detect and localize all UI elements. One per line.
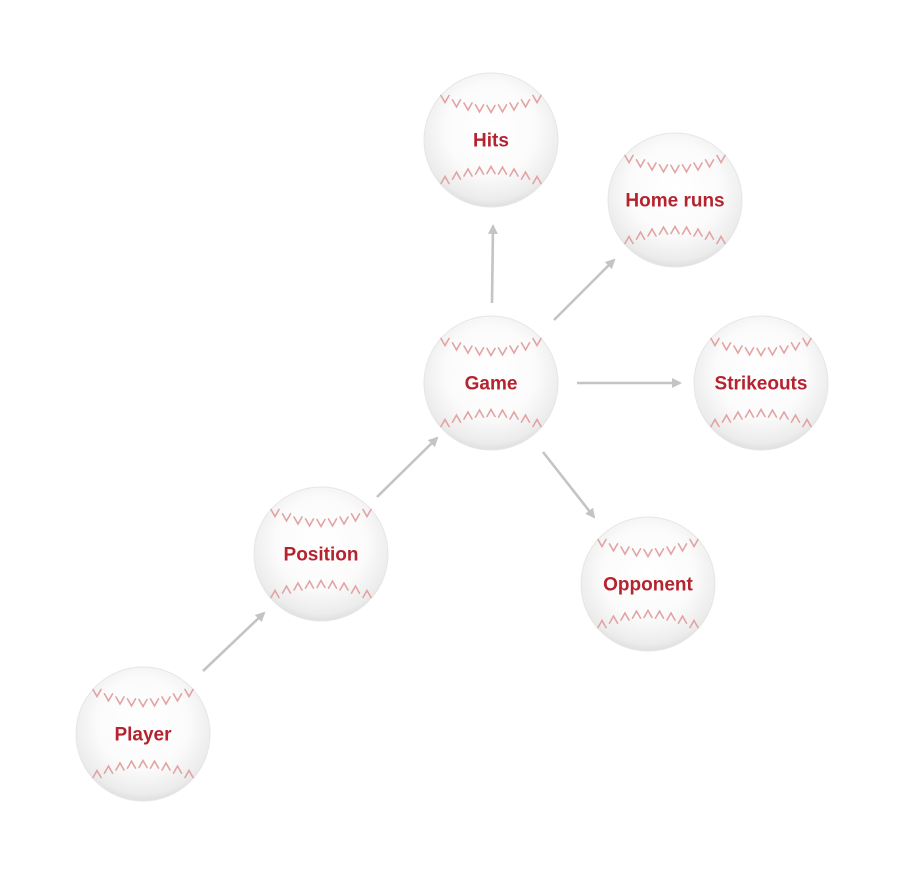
- seam-stitches-bottom: [710, 407, 812, 428]
- seam-stitches-bottom: [624, 224, 726, 245]
- node-home-runs: Home runs: [607, 132, 743, 268]
- nodes-group: Player Position Game Hits Home runs: [75, 72, 829, 802]
- node-label-strikeouts: Strikeouts: [715, 374, 808, 395]
- node-strikeouts: Strikeouts: [693, 315, 829, 451]
- seam-stitches-top: [624, 154, 726, 175]
- node-label-player: Player: [114, 725, 172, 746]
- seam-stitches-top: [440, 337, 542, 358]
- arrow-game-to-home-runs: [553, 258, 616, 321]
- seam-stitches-top: [710, 337, 812, 358]
- node-label-game: Game: [465, 374, 518, 395]
- arrow-player-to-position: [202, 611, 266, 672]
- node-label-home-runs: Home runs: [625, 191, 724, 212]
- seam-stitches-bottom: [270, 578, 372, 599]
- seam-stitches-bottom: [440, 407, 542, 428]
- node-opponent: Opponent: [580, 516, 716, 652]
- node-label-position: Position: [284, 545, 359, 566]
- node-player: Player: [75, 666, 211, 802]
- seam-stitches-top: [597, 538, 699, 559]
- node-game: Game: [423, 315, 559, 451]
- arrow-position-to-game: [376, 436, 439, 498]
- seam-stitches-bottom: [597, 608, 699, 629]
- node-position: Position: [253, 486, 389, 622]
- seam-stitches-top: [270, 508, 372, 529]
- seam-stitches-top: [92, 688, 194, 709]
- arrow-game-to-opponent: [541, 451, 596, 519]
- seam-stitches-bottom: [92, 758, 194, 779]
- arrows-group: [202, 224, 682, 672]
- seam-stitches-bottom: [440, 164, 542, 185]
- node-label-hits: Hits: [473, 131, 509, 152]
- node-hits: Hits: [423, 72, 559, 208]
- seam-stitches-top: [440, 94, 542, 115]
- node-label-opponent: Opponent: [603, 575, 693, 596]
- arrow-game-to-hits: [487, 224, 498, 304]
